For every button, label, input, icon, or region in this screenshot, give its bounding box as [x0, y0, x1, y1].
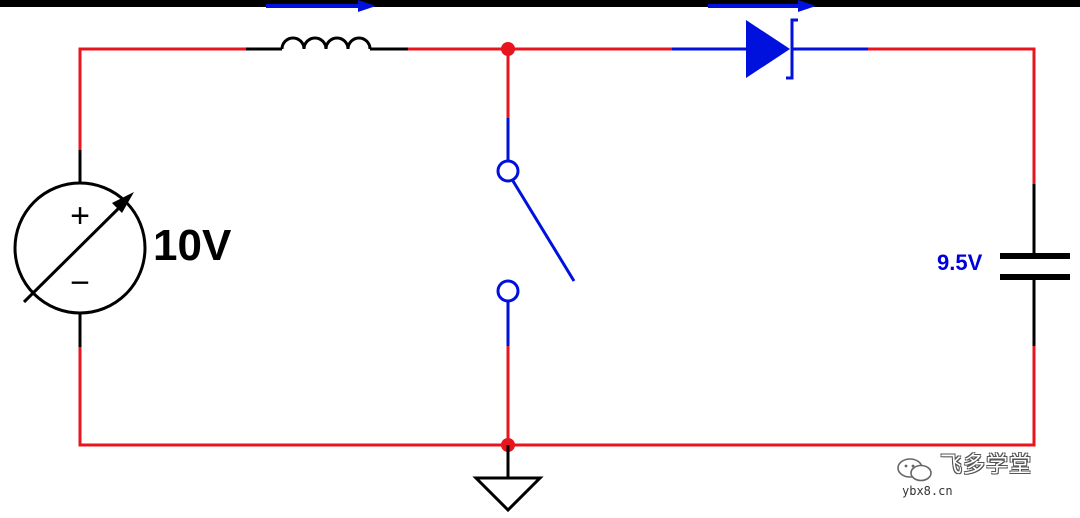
- capacitor: [1000, 184, 1070, 346]
- switch-lever: [511, 180, 576, 282]
- ground-symbol: [472, 445, 544, 513]
- top-bar: [0, 0, 1080, 7]
- variable-voltage-source: [13, 150, 147, 347]
- switch: [496, 118, 576, 346]
- watermark: 飞多学堂 ybx8.cn: [896, 455, 1056, 515]
- capacitor-voltage-label: 9.5V: [937, 250, 983, 275]
- current-arrow-left: [266, 0, 376, 12]
- switch-upper-contact: [496, 159, 520, 183]
- wire-top-right: [868, 47, 1036, 184]
- inductor: [246, 36, 408, 51]
- schottky-diode: [672, 18, 868, 80]
- source-voltage-label: 10V: [153, 221, 232, 270]
- wires: [78, 47, 1036, 447]
- source-minus-sign: −: [70, 264, 90, 302]
- wire-bottom: [78, 346, 1036, 447]
- current-arrow-right: [708, 0, 816, 12]
- wechat-icon: [897, 458, 932, 482]
- wire-top-left: [78, 47, 246, 150]
- switch-lower-contact: [496, 279, 520, 303]
- source-plus-sign: +: [70, 197, 90, 235]
- watermark-name: 飞多学堂: [940, 453, 1033, 478]
- watermark-site: ybx8.cn: [902, 484, 953, 498]
- junction-node-top: [501, 42, 515, 56]
